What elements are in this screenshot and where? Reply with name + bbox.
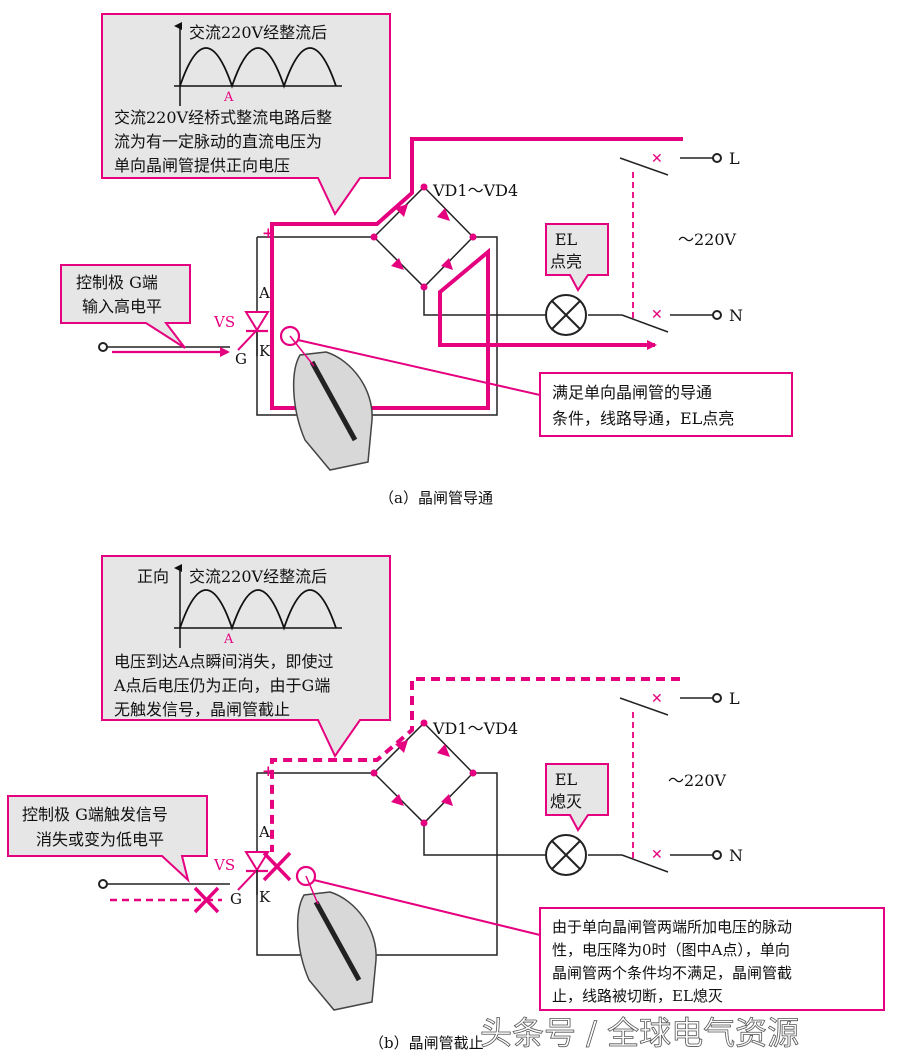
bridge-label: VD1～VD4 — [432, 719, 518, 738]
supply-label: ～220V — [678, 230, 737, 249]
callout-line-3: 无触发信号，晶闸管截止 — [114, 700, 290, 719]
node-top — [420, 183, 428, 191]
callout-line-3: 单向晶闸管提供正向电压 — [114, 156, 290, 175]
node-left — [370, 233, 378, 241]
switch-mark-l: ✕ — [651, 691, 663, 707]
pin-g-label: G — [235, 350, 247, 368]
callout-line-1: 电压到达A点瞬间消失，即使过 — [114, 652, 334, 671]
rectified-waveform — [174, 22, 342, 106]
waveform-title: 交流220V经整流后 — [189, 567, 327, 586]
callout-line-1: 交流220V经桥式整流电路后整 — [114, 108, 332, 127]
gate-input-terminal-icon — [98, 879, 108, 889]
result-line-1: 满足单向晶闸管的导通 — [552, 383, 712, 402]
diode-vd4 — [441, 794, 453, 806]
waveform-prefix: 正向 — [137, 567, 169, 586]
rectified-waveform — [174, 564, 342, 648]
caption-b: （b）晶闸管截止 — [369, 1034, 484, 1052]
lamp-label-line-2: 熄灭 — [550, 792, 582, 811]
gate-callout-line-1: 控制极 G端 — [76, 273, 158, 292]
terminal-n-icon — [712, 310, 722, 320]
circuit-wiring — [256, 157, 714, 416]
result-pointer — [313, 879, 541, 936]
caption-a: （a）晶闸管导通 — [379, 489, 493, 507]
result-line-3: 晶闸管两个条件均不满足，晶闸管截 — [552, 964, 792, 982]
result-pointer — [297, 339, 541, 396]
gate-callout-line-2: 输入高电平 — [82, 297, 162, 316]
gate-cut-mark-icon — [193, 886, 220, 914]
node-top — [420, 719, 428, 727]
plus-sign: + — [262, 224, 275, 242]
gate-input-terminal-icon — [98, 342, 108, 352]
plus-sign: + — [262, 762, 275, 780]
node-bottom — [420, 819, 428, 827]
waveform-point-a: A — [223, 632, 234, 647]
lamp-label-line-1: EL — [555, 770, 578, 789]
result-box — [539, 372, 793, 437]
gate-callout-line-1: 控制极 G端触发信号 — [22, 805, 168, 824]
result-line-2: 性，电压降为0时（图中A点），单向 — [552, 941, 790, 959]
diode-vd4 — [441, 258, 453, 270]
gate-callout — [60, 264, 191, 349]
terminal-l-icon — [712, 693, 722, 703]
scr-label: VS — [213, 856, 235, 874]
scr-symbol — [237, 851, 317, 895]
supply-label: ～220V — [668, 771, 727, 790]
switch-mark-n: ✕ — [651, 307, 663, 323]
switch-mark-n: ✕ — [651, 847, 663, 863]
terminal-l-icon — [712, 153, 722, 163]
pin-a-label: A — [258, 284, 270, 302]
bridge-rectifier — [372, 721, 475, 825]
waveform-callout — [101, 13, 391, 216]
diode-vd2 — [437, 208, 450, 221]
terminal-l-label: L — [729, 149, 740, 168]
scr-label: VS — [213, 313, 235, 331]
lamp-el — [545, 294, 587, 336]
result-box — [539, 907, 885, 1011]
cut-mark-icon — [262, 851, 292, 882]
bridge-rectifier — [372, 185, 475, 289]
pin-k-label: K — [259, 888, 271, 906]
terminal-n-label: N — [729, 846, 743, 865]
node-left — [370, 769, 378, 777]
lamp-el — [545, 834, 587, 876]
current-flow-path — [270, 137, 683, 410]
terminal-l-label: L — [729, 689, 740, 708]
gate-callout-line-2: 消失或变为低电平 — [36, 830, 164, 849]
result-line-1: 由于单向晶闸管两端所加电压的脉动 — [552, 918, 792, 936]
diode-vd3 — [391, 258, 404, 270]
panel-b: 正向 交流220V经整流后 A 电压到达A点瞬间消失，即使过 A点后电压仍为正向… — [7, 555, 885, 1052]
watermark: 头条号 / 全球电气资源 — [480, 1014, 799, 1052]
diode-vd3 — [391, 794, 404, 806]
waveform-title: 交流220V经整流后 — [189, 23, 327, 42]
lamp-label-line-1: EL — [555, 230, 578, 249]
pin-k-label: K — [259, 342, 271, 360]
hand-probe-icon — [289, 335, 373, 471]
pin-a-label: A — [258, 823, 270, 841]
waveform-point-a: A — [223, 90, 234, 105]
interrupted-path — [270, 677, 680, 852]
circuit-wiring — [256, 697, 714, 956]
terminal-n-icon — [712, 850, 722, 860]
hand-probe-icon — [296, 875, 377, 1011]
gate-callout — [7, 795, 208, 884]
diode-vd2 — [437, 744, 450, 757]
node-right — [469, 233, 477, 241]
callout-line-2: 流为有一定脉动的直流电压为 — [114, 132, 322, 151]
result-line-2: 条件，线路导通，EL点亮 — [552, 409, 734, 428]
panel-a: 交流220V经整流后 A 交流220V经桥式整流电路后整 流为有一定脉动的直流电… — [60, 13, 793, 507]
bridge-label: VD1～VD4 — [432, 181, 518, 200]
node-right — [469, 769, 477, 777]
lamp-label-box — [545, 223, 609, 292]
callout-line-2: A点后电压仍为正向，由于G端 — [113, 676, 330, 695]
pin-g-label: G — [230, 890, 242, 908]
switch-mark-l: ✕ — [651, 151, 663, 167]
waveform-callout — [101, 555, 391, 758]
result-line-4: 止，线路被切断，EL熄灭 — [552, 987, 723, 1005]
node-bottom — [420, 283, 428, 291]
lamp-label-line-2: 点亮 — [550, 252, 582, 271]
lamp-label-box — [545, 763, 609, 832]
terminal-n-label: N — [729, 306, 743, 325]
